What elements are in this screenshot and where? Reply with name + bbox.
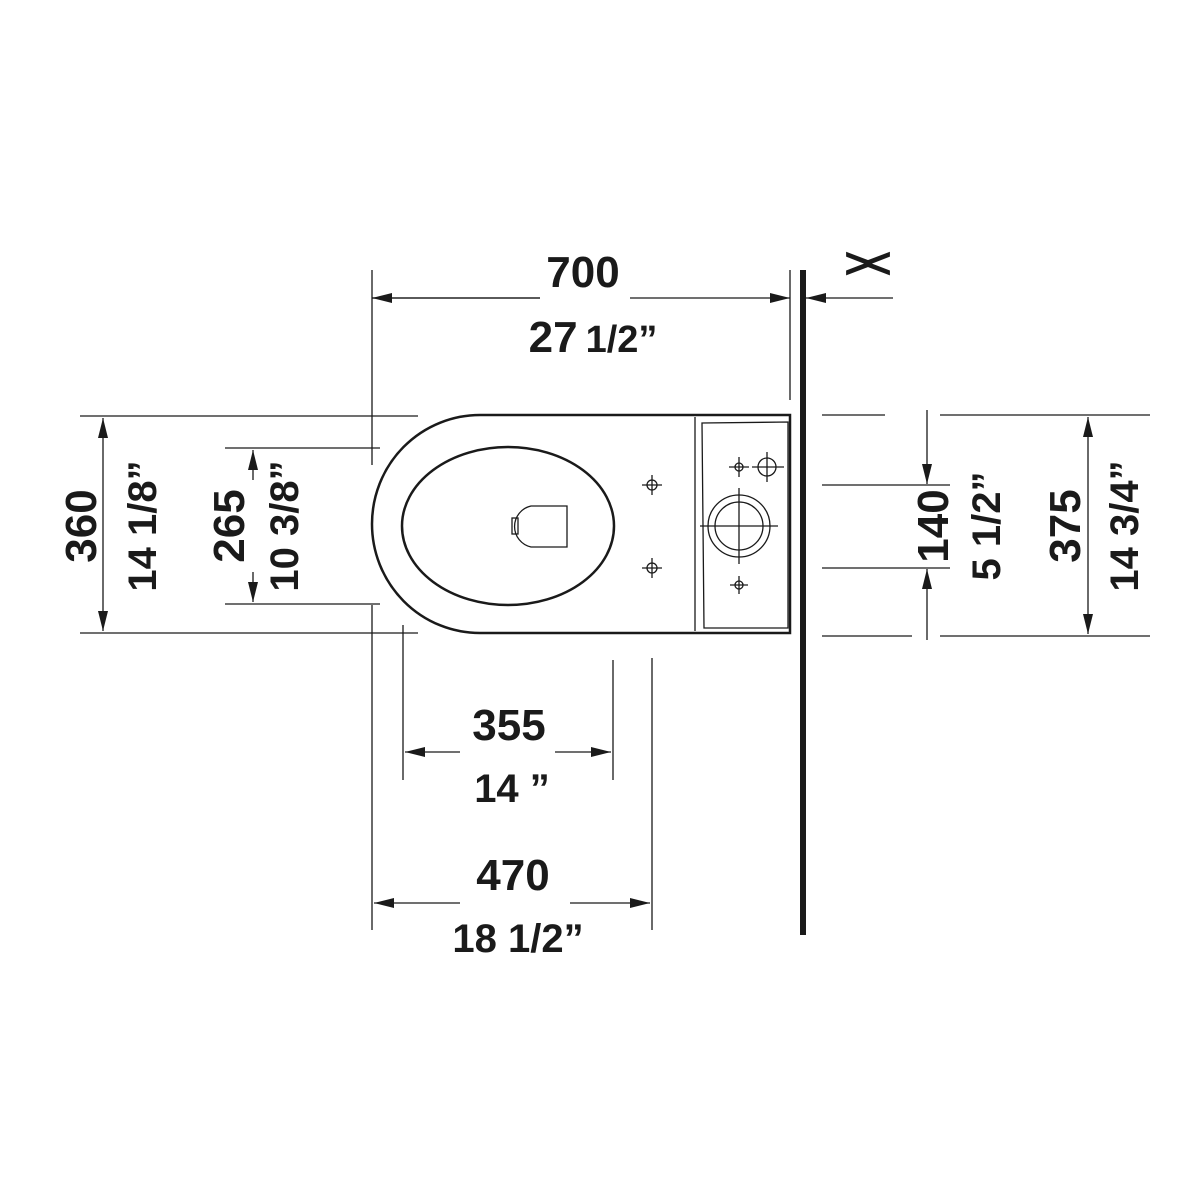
dim-375-inch: 14 3/4” <box>1103 460 1147 591</box>
dimension-355: 355 14 ” <box>402 625 614 811</box>
dim-x-label: >< <box>844 239 890 288</box>
outlet-circle-icon <box>700 488 778 564</box>
dimension-470: 470 18 1/2” <box>371 605 653 961</box>
fixing-point-icon <box>642 452 784 594</box>
dim-700-mm: 700 <box>546 248 619 297</box>
dim-470-inch: 18 1/2” <box>452 917 583 961</box>
dimension-wall-distance: >< <box>806 239 894 303</box>
dim-265-inch: 10 3/8” <box>263 460 307 591</box>
toilet-plan-view <box>370 413 792 635</box>
dim-355-mm: 355 <box>472 701 545 750</box>
dim-140-mm: 140 <box>909 489 958 562</box>
dim-265-mm: 265 <box>205 489 254 562</box>
dim-355-inch: 14 ” <box>474 767 550 811</box>
dimension-360: 360 14 1/8” <box>57 415 418 634</box>
dim-360-inch: 14 1/8” <box>121 460 165 591</box>
dim-375-mm: 375 <box>1041 489 1090 562</box>
dimension-375: 375 14 3/4” <box>940 414 1150 637</box>
dim-140-inch: 5 1/2” <box>965 472 1009 581</box>
dimension-265: 265 10 3/8” <box>205 447 380 605</box>
dimension-140: 140 5 1/2” <box>822 410 1009 640</box>
dim-360-mm: 360 <box>57 489 106 562</box>
dim-470-mm: 470 <box>476 851 549 900</box>
